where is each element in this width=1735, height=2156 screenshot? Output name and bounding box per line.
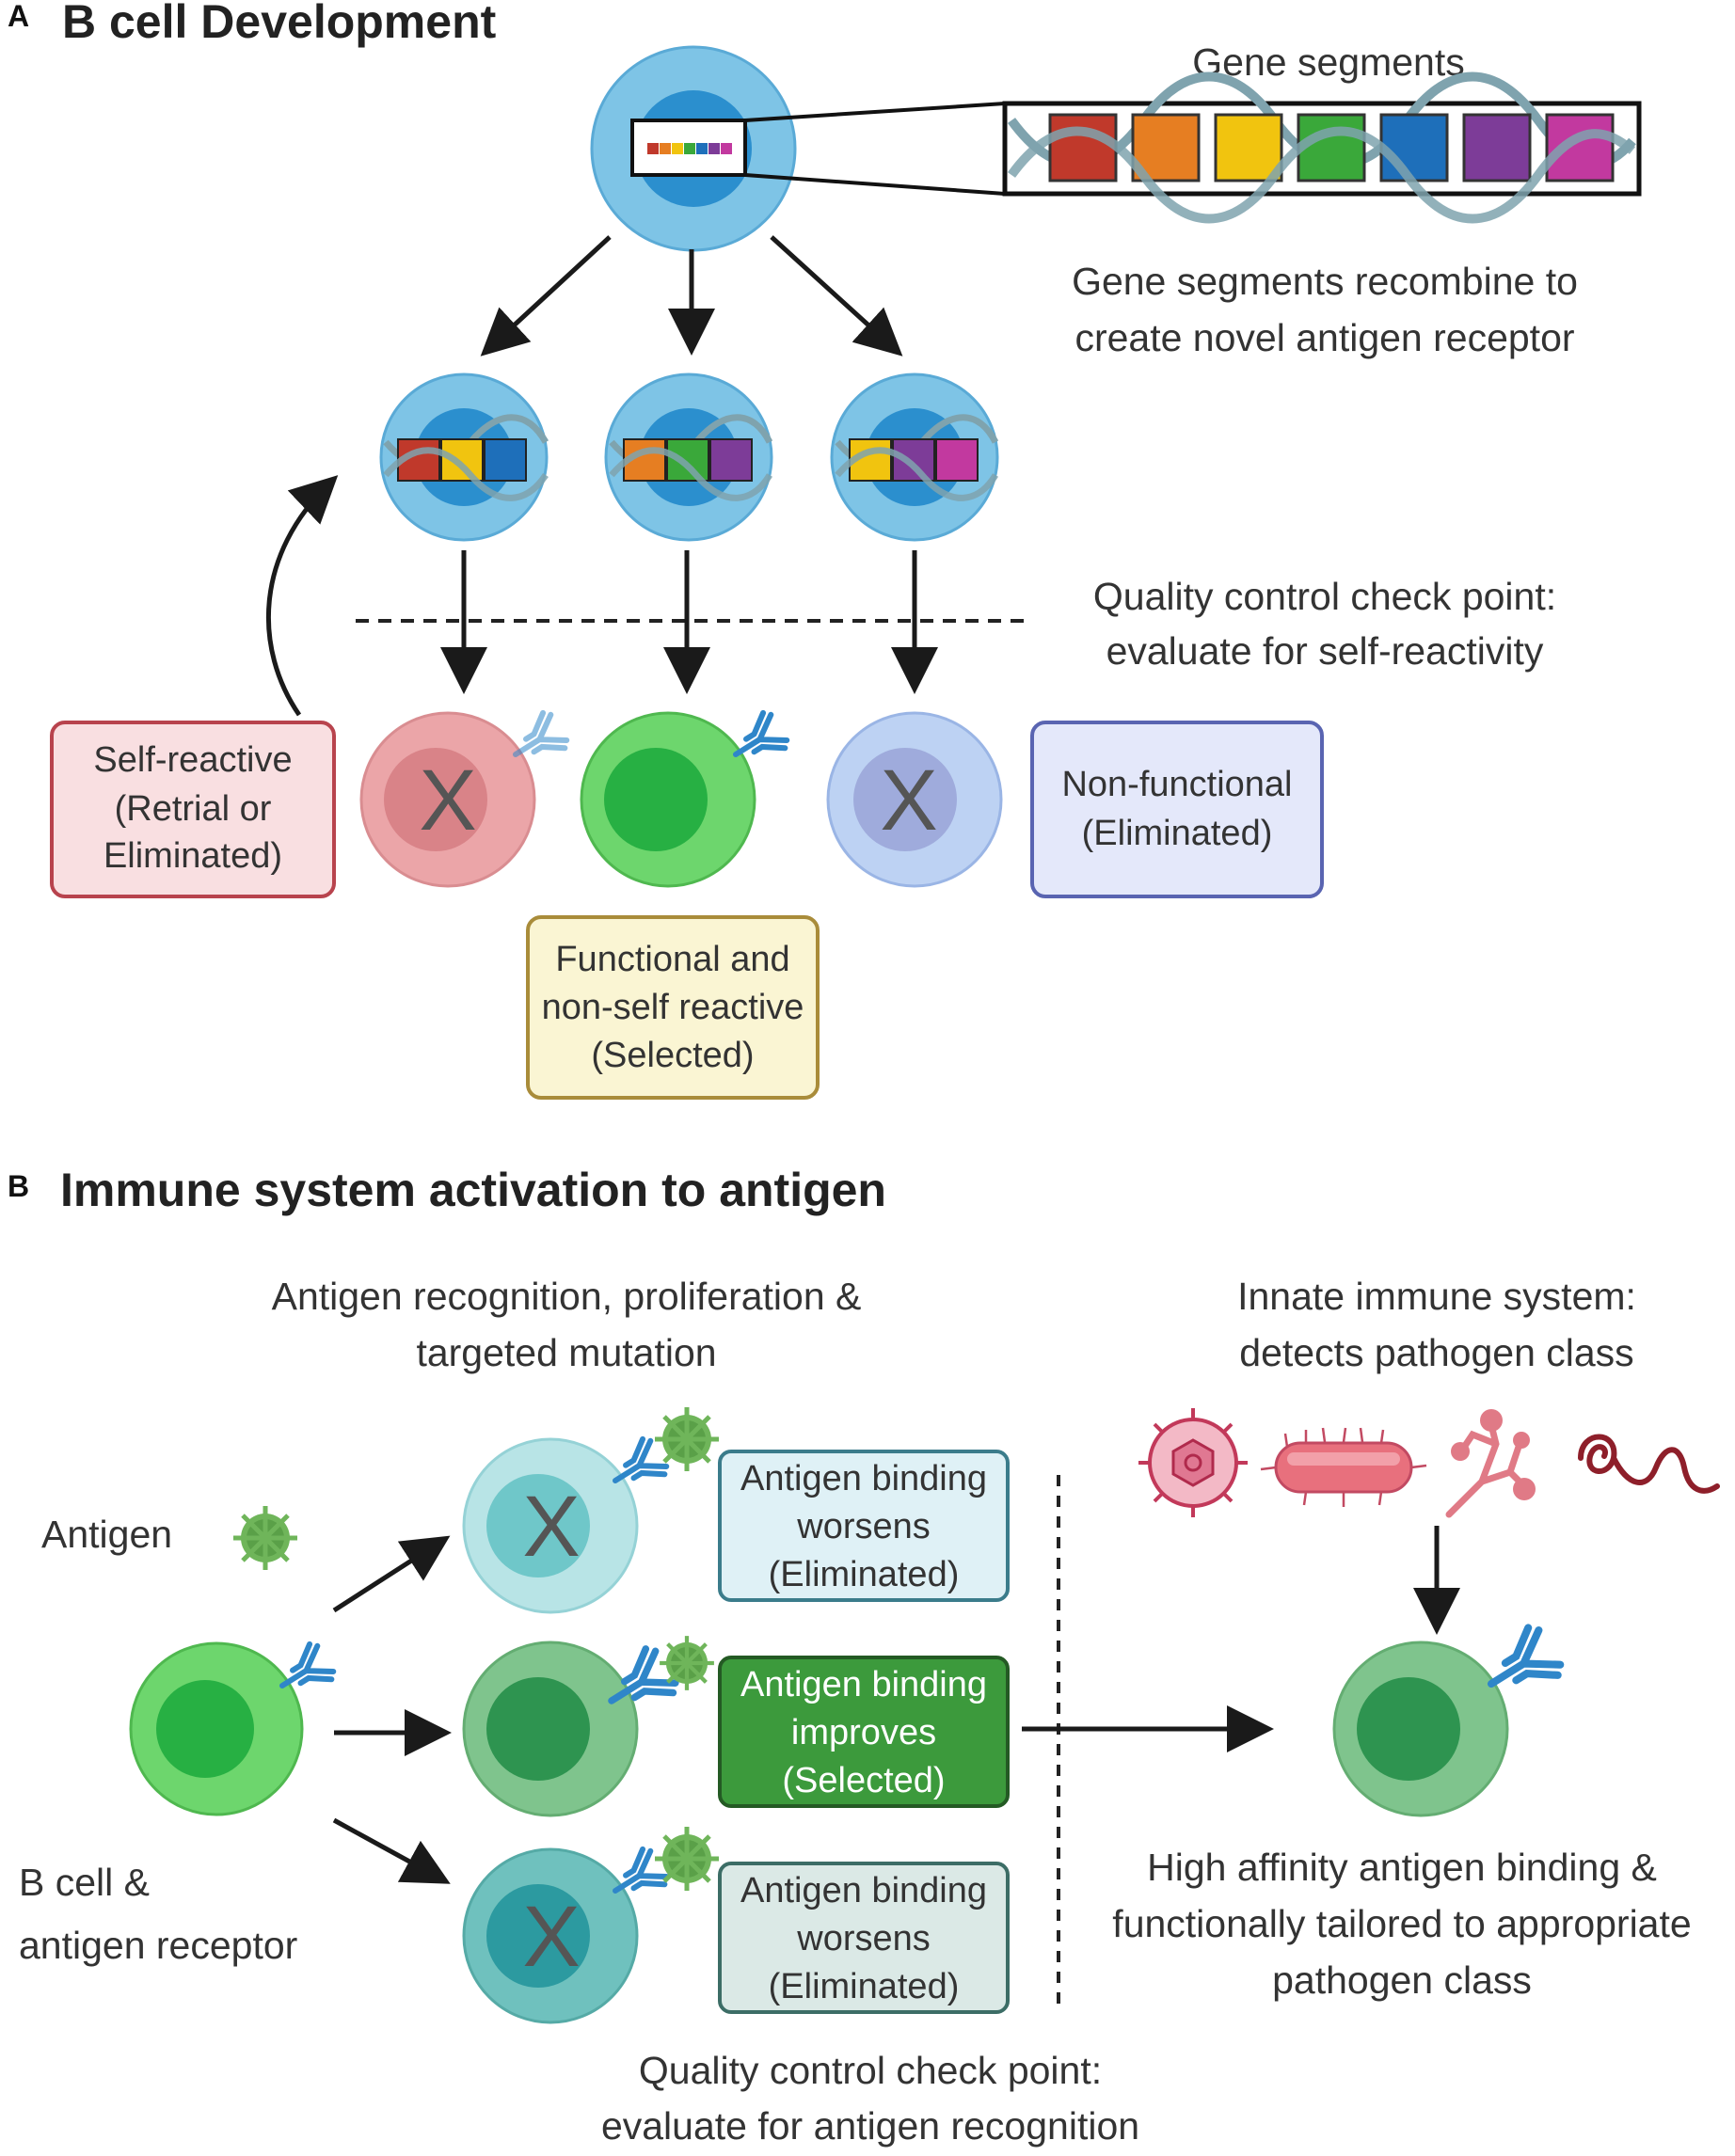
qc-text-b-1: Quality control check point:: [639, 2049, 1102, 2092]
panel-b-title: Immune system activation to antigen: [60, 1164, 886, 1216]
box-top-line-1: Antigen binding: [740, 1459, 987, 1498]
bcell-label-2: antigen receptor: [19, 1924, 297, 1967]
self-reactive-line-2: (Retrial or: [115, 789, 272, 829]
gene-segment-green: [1297, 113, 1366, 182]
antigen-virus-icon: [233, 1506, 297, 1570]
x-mark-bottom: X: [522, 1889, 580, 1985]
gene-segment-blue: [1379, 113, 1449, 182]
mutated-cell-bottom: X: [462, 1827, 719, 2024]
high-affinity-text-1: High affinity antigen binding &: [1147, 1846, 1657, 1889]
gene-segment-yellow: [1214, 113, 1283, 182]
bcell-label-1: B cell &: [19, 1861, 150, 1904]
antigen-virus-icon: [655, 1827, 719, 1891]
qc-text-a-1: Quality control check point:: [1093, 575, 1556, 618]
innate-text-1: Innate immune system:: [1237, 1275, 1636, 1318]
x-mark-top: X: [522, 1479, 580, 1575]
non-functional-line-1: Non-functional: [1061, 765, 1292, 804]
bacterium-icon: [1260, 1427, 1427, 1507]
functional-cell: [580, 710, 789, 888]
recognition-text-1: Antigen recognition, proliferation &: [272, 1275, 862, 1318]
fungus-icon: [1445, 1409, 1536, 1518]
self-reactive-box: Self-reactive (Retrial or Eliminated): [50, 721, 336, 898]
worm-parasite-icon: [1578, 1434, 1720, 1494]
box-bot-line-3: (Eliminated): [769, 1967, 960, 2006]
mini-gene-segments: [647, 143, 732, 154]
antigen-virus-icon: [655, 1407, 719, 1471]
high-affinity-text-2: functionally tailored to appropriate: [1112, 1902, 1691, 1945]
gene-segment-orange: [1131, 113, 1201, 182]
antigen-virus-icon: [660, 1636, 714, 1690]
panel-b: B Immune system activation to antigen An…: [8, 1164, 1720, 2148]
panel-a-letter: A: [8, 0, 29, 33]
box-top-line-2: worsens: [796, 1507, 931, 1546]
recognition-text-2: targeted mutation: [416, 1331, 716, 1374]
panel-a: A B cell Development Gene segments: [8, 0, 1642, 1100]
non-functional-box: Non-functional (Eliminated): [1030, 721, 1324, 898]
functional-line-2: non-self reactive: [542, 988, 804, 1027]
gene-segment-purple: [1462, 113, 1532, 182]
box-bot-line-2: worsens: [796, 1919, 931, 1958]
functional-line-3: (Selected): [591, 1036, 754, 1075]
panel-a-title: B cell Development: [62, 0, 497, 48]
box-middle: Antigen binding improves (Selected): [718, 1656, 1010, 1808]
non-functional-line-2: (Eliminated): [1082, 814, 1273, 853]
retrial-arrow: [265, 475, 339, 717]
gene-segment-red: [1048, 113, 1118, 182]
box-bottom: Antigen binding worsens (Eliminated): [718, 1862, 1010, 2014]
mutated-cell-middle: [462, 1636, 714, 1817]
antigen-label: Antigen: [41, 1513, 172, 1556]
self-reactive-cell: X: [359, 710, 569, 888]
progenitor-cell: [590, 45, 797, 252]
recombined-cell-3: [830, 373, 999, 542]
x-mark-non-functional: X: [880, 753, 937, 848]
qc-text-b-2: evaluate for antigen recognition: [601, 2104, 1139, 2148]
recombined-cell-2: [604, 373, 773, 542]
qc-text-a-2: evaluate for self-reactivity: [1106, 629, 1544, 673]
x-mark-self-reactive: X: [419, 753, 476, 848]
self-reactive-line-1: Self-reactive: [93, 740, 292, 780]
innate-text-2: detects pathogen class: [1239, 1331, 1633, 1374]
box-top-line-3: (Eliminated): [769, 1555, 960, 1594]
box-bot-line-1: Antigen binding: [740, 1871, 987, 1910]
gene-segments-title: Gene segments: [1192, 40, 1464, 84]
box-mid-line-3: (Selected): [782, 1761, 945, 1800]
starting-b-cell: [129, 1641, 336, 1816]
virus-icon: [1138, 1408, 1248, 1517]
box-mid-line-2: improves: [791, 1713, 936, 1752]
high-affinity-text-3: pathogen class: [1272, 1958, 1532, 2002]
recombine-text-1: Gene segments recombine to: [1072, 260, 1578, 303]
functional-box: Functional and non-self reactive (Select…: [526, 915, 820, 1100]
functional-line-1: Functional and: [555, 940, 789, 979]
self-reactive-line-3: Eliminated): [103, 836, 282, 876]
gene-segment-strip: [1002, 71, 1642, 224]
high-affinity-b-cell: [1332, 1624, 1565, 1817]
mutated-cell-top: X: [462, 1407, 719, 1614]
panel-b-letter: B: [8, 1169, 29, 1203]
non-functional-cell: X: [826, 711, 1003, 888]
box-top: Antigen binding worsens (Eliminated): [718, 1450, 1010, 1602]
box-mid-line-1: Antigen binding: [740, 1665, 987, 1704]
recombined-cell-1: [379, 373, 549, 542]
recombine-text-2: create novel antigen receptor: [1074, 316, 1574, 359]
